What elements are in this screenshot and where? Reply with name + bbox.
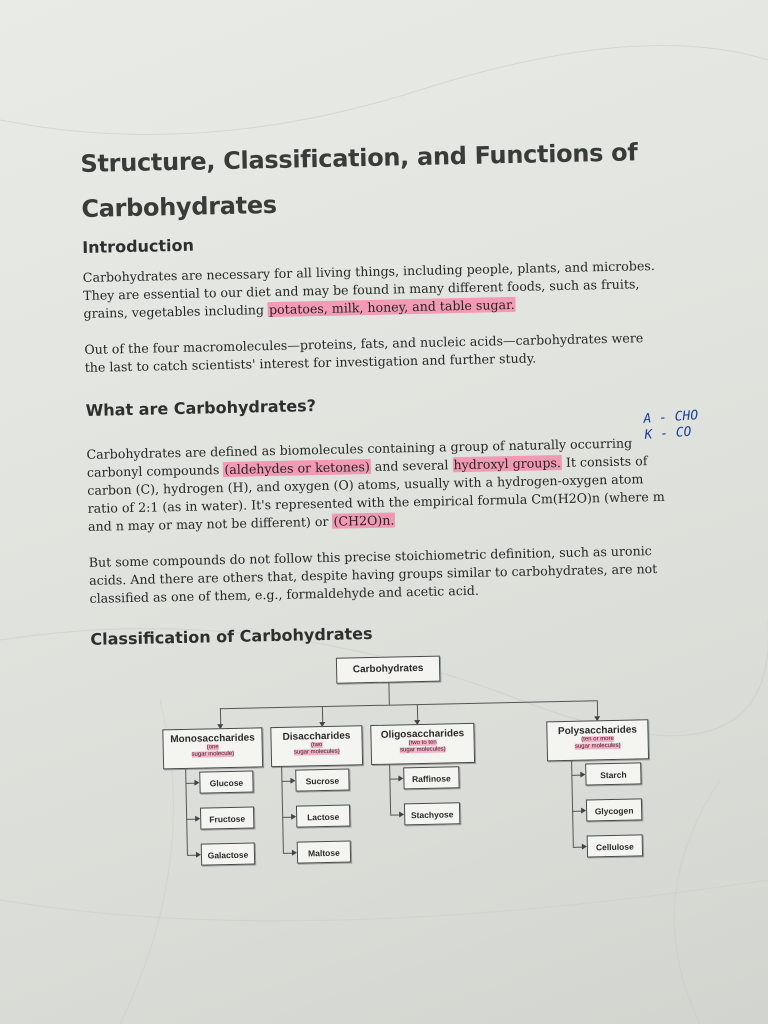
leaf-maltose: Maltose xyxy=(296,840,352,864)
connector xyxy=(571,760,574,847)
category-label: Polysaccharides xyxy=(557,724,638,738)
connector xyxy=(219,700,597,710)
leaf-fructose: Fructose xyxy=(199,806,255,830)
category-label: Monosaccharides xyxy=(170,732,255,746)
connector xyxy=(389,764,392,815)
section-heading-introduction: Introduction xyxy=(82,235,195,257)
leaf-lactose: Lactose xyxy=(295,804,351,828)
connector xyxy=(281,766,284,853)
text-run: Out of the four macromolecules—proteins,… xyxy=(84,330,644,375)
leaf-glucose: Glucose xyxy=(199,770,254,794)
handwritten-margin-note: A - CHO K - CO xyxy=(643,408,700,444)
highlighted-text: potatoes, milk, honey, and table sugar. xyxy=(267,296,516,318)
highlighted-text: hydroxyl groups. xyxy=(452,454,563,473)
leaf-cellulose: Cellulose xyxy=(586,834,644,858)
leaf-starch: Starch xyxy=(585,762,642,786)
exceptions-paragraph: But some compounds do not follow this pr… xyxy=(89,542,670,608)
leaf-raffinose: Raffinose xyxy=(403,766,460,790)
section-heading-what-are-carbohydrates: What are Carbohydrates? xyxy=(85,396,317,420)
leaf-galactose: Galactose xyxy=(200,842,256,866)
intro-paragraph-2: Out of the four macromolecules—proteins,… xyxy=(84,329,665,377)
leaf-glycogen: Glycogen xyxy=(585,798,643,822)
margin-note-line: K - CO xyxy=(644,424,692,443)
category-label: Oligosaccharides xyxy=(380,728,465,741)
category-label: Disaccharides xyxy=(282,730,351,743)
highlighted-text: (aldehydes or ketones) xyxy=(223,458,371,478)
leaf-sucrose: Sucrose xyxy=(295,768,350,792)
text-run: and several xyxy=(370,457,453,474)
definition-paragraph: Carbohydrates are defined as biomolecule… xyxy=(86,434,668,536)
section-heading-classification: Classification of Carbohydrates xyxy=(90,623,373,649)
connector xyxy=(388,682,390,705)
document-title: Structure, Classification, and Functions… xyxy=(80,138,638,223)
intro-paragraph-1: Carbohydrates are necessary for all livi… xyxy=(83,257,664,323)
highlighted-text: (CH2O)n. xyxy=(332,512,396,529)
diagram-root-box: Carbohydrates xyxy=(335,655,441,684)
document-content: Structure, Classification, and Functions… xyxy=(80,130,676,903)
text-run: But some compounds do not follow this pr… xyxy=(88,543,658,606)
leaf-stachyose: Stachyose xyxy=(403,802,461,826)
connector xyxy=(185,768,188,855)
